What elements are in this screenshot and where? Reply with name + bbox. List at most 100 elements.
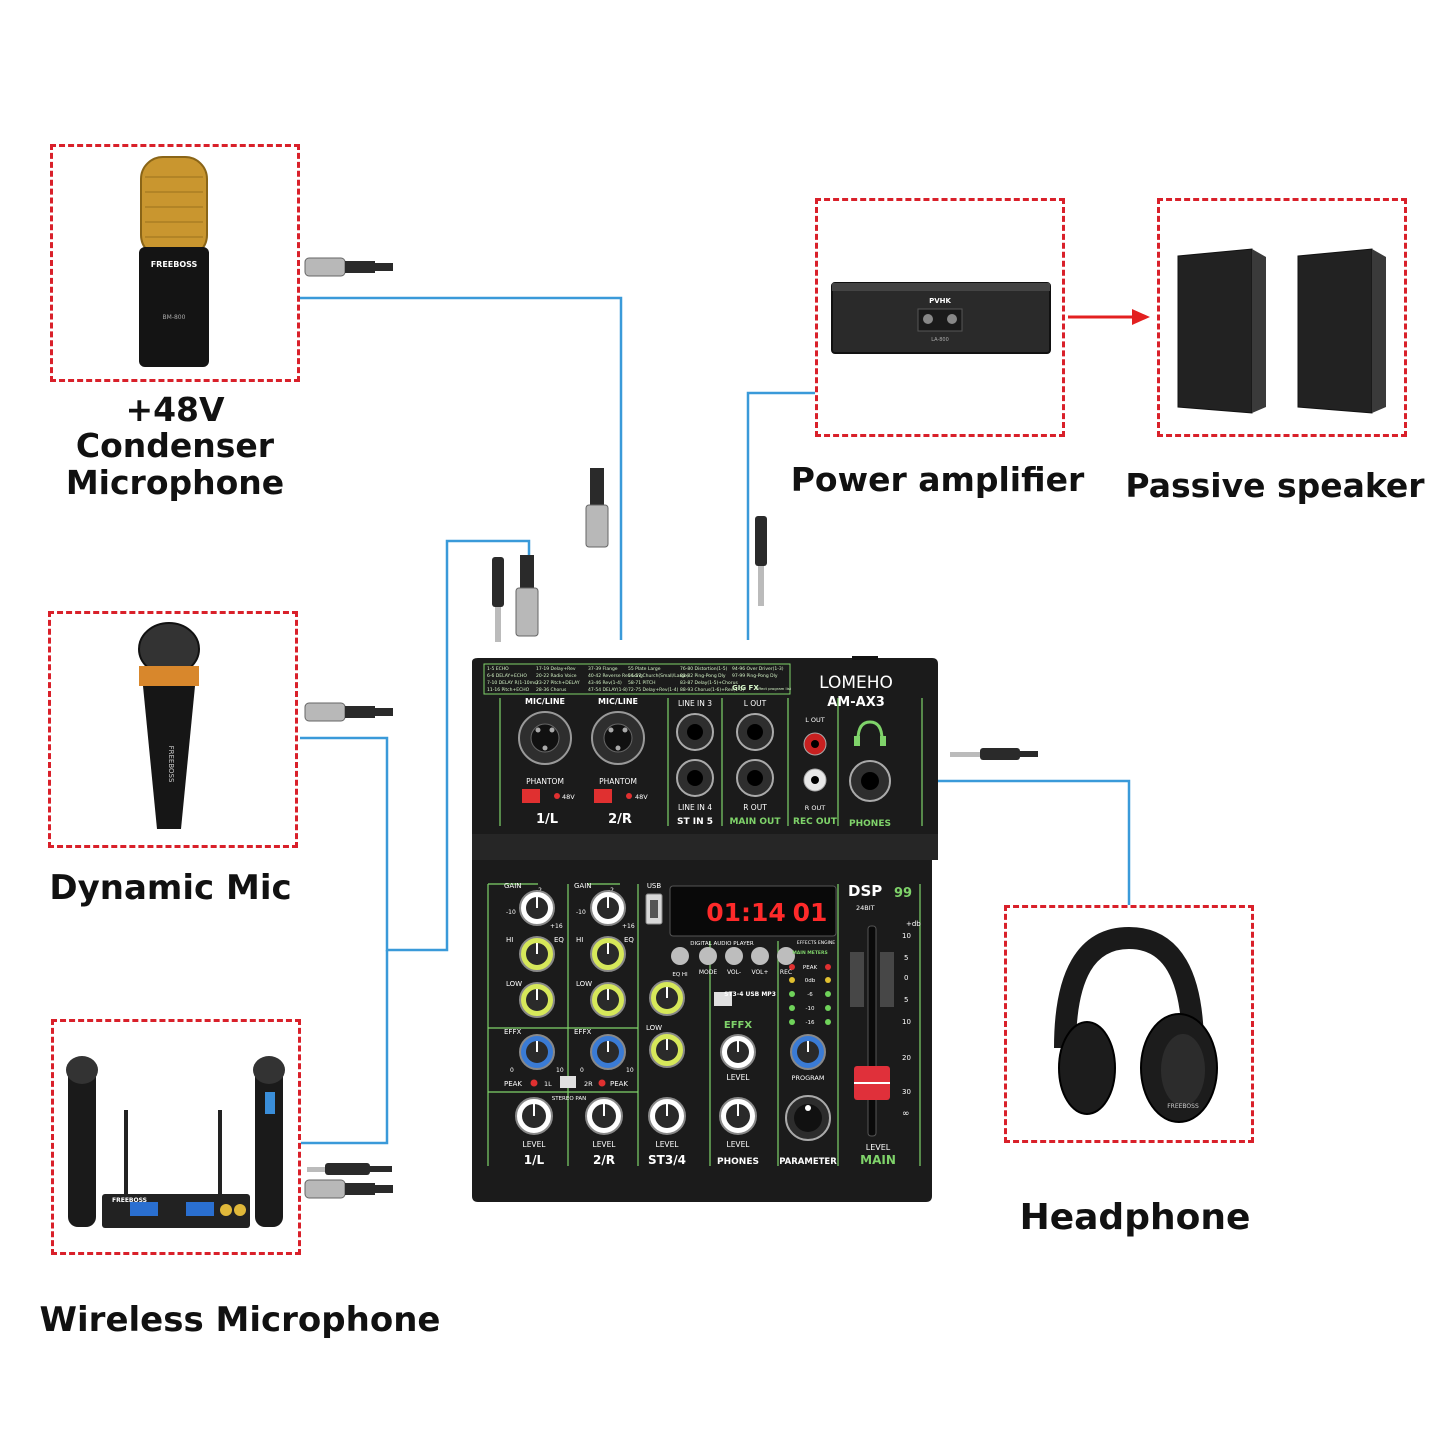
ch2-phantom-label: PHANTOM	[599, 777, 637, 786]
fx-item: 97-99 Ping-Pong Dly	[732, 673, 778, 679]
mode-button[interactable]	[699, 947, 717, 965]
ch2-level-label: LEVEL	[593, 1140, 617, 1149]
ch1-48v-label: 48V	[562, 793, 575, 801]
phones-label: PHONES	[849, 819, 891, 829]
headphone-brand: FREEBOSS	[1167, 1103, 1199, 1110]
fader-scale-label: 10	[902, 932, 911, 940]
ch2-effx-max: 10	[626, 1067, 634, 1074]
dynamic-mic-label: Dynamic Mic	[49, 868, 292, 908]
wireless-mic-label: Wireless Microphone	[39, 1300, 441, 1340]
headphone-icon: FREEBOSS	[1054, 926, 1218, 1123]
ch2-phantom-switch[interactable]	[594, 789, 612, 803]
program-knob[interactable]	[790, 1034, 826, 1070]
main-fader-knob[interactable]	[854, 1066, 890, 1100]
st34-low-label: LOW	[646, 1024, 662, 1032]
fx-item: 7-10 DELAY R(1-10ms)	[487, 680, 538, 686]
ch2-peak-led	[598, 1079, 606, 1087]
ch1-effx-knob[interactable]	[519, 1034, 555, 1070]
headphone-label: Headphone	[1019, 1197, 1251, 1238]
ch2-effx-knob[interactable]	[590, 1034, 626, 1070]
meter-peak-label: PEAK	[803, 965, 818, 971]
ch1-level-knob[interactable]	[515, 1097, 553, 1135]
main-out-r-jack	[736, 759, 774, 797]
meter-0db-label: 0db	[805, 978, 816, 984]
dsp-label: DSP	[848, 882, 882, 900]
arrow-amp-to-speaker	[1068, 309, 1150, 325]
bottom-label-ch1: 1/L	[524, 1153, 545, 1167]
vol-plus-button[interactable]	[751, 947, 769, 965]
mode-label: MODE	[699, 969, 718, 976]
ch1-gain-min: -10	[506, 909, 516, 916]
rec-out-l-label: L OUT	[805, 716, 825, 724]
effx-level-label: LEVEL	[727, 1073, 751, 1082]
main-level-label: LEVEL	[866, 1143, 891, 1152]
st34-usb-label: ST3-4 USB MP3	[724, 991, 776, 998]
ch2-gain-label: GAIN	[574, 882, 592, 890]
ch2-gain-knob[interactable]	[590, 890, 626, 926]
ch2-gain-max: +16	[622, 923, 635, 930]
bluetooth-button[interactable]	[671, 947, 689, 965]
power-amplifier-label: Power amplifier	[790, 460, 1085, 499]
effx-level-knob[interactable]	[720, 1034, 756, 1070]
st34-hi-knob[interactable]	[649, 980, 685, 1016]
fader-scale-label: +db	[906, 920, 921, 928]
fx-item: 28-36 Chorus	[536, 687, 567, 693]
ch2-low-knob[interactable]	[590, 982, 626, 1018]
fx-item: 72-75 Delay+Rev(1-4)	[628, 687, 679, 693]
vol-minus-button[interactable]	[725, 947, 743, 965]
ch1-gain-knob[interactable]	[519, 890, 555, 926]
fader-scale-label: ∞	[902, 1109, 910, 1119]
fader-scale-label: 30	[902, 1088, 911, 1096]
mixer-model: AM-AX3	[827, 695, 885, 710]
ch2-combo-jack	[591, 711, 645, 765]
effx-master-label: EFFX	[724, 1020, 752, 1031]
vol-minus-label: VOL-	[727, 969, 741, 976]
display-program: 01	[793, 898, 828, 927]
fx-item: 43-46 Rev(1-4)	[588, 680, 622, 686]
st34-low-knob[interactable]	[649, 1032, 685, 1068]
ch2-eq-label: EQ	[624, 936, 634, 944]
ch1-hi-knob[interactable]	[519, 936, 555, 972]
ch2-effx-label: EFFX	[574, 1028, 591, 1036]
wireless-mic-icon: FREEBOSS	[66, 1056, 285, 1228]
ch1-phantom-label: PHANTOM	[526, 777, 564, 786]
xlr-connector-icon	[515, 555, 539, 637]
condenser-label-line3: Microphone	[65, 462, 285, 502]
ch2-hi-knob[interactable]	[590, 936, 626, 972]
xlr-connector-icon	[304, 702, 393, 722]
program-label: PROGRAM	[792, 1074, 825, 1082]
mixer-brand: LOMEHO	[819, 673, 893, 693]
ch1-effx-label: EFFX	[504, 1028, 521, 1036]
st34-level-label: LEVEL	[656, 1140, 680, 1149]
ch2-level-knob[interactable]	[585, 1097, 623, 1135]
fader-scale-label: 0	[904, 974, 908, 982]
parameter-encoder[interactable]	[785, 1095, 831, 1141]
cable-wireless-to-mixer	[300, 950, 389, 1145]
rec-button[interactable]	[777, 947, 795, 965]
ch2-input-label: MIC/LINE	[598, 697, 638, 706]
rec-label: REC	[780, 969, 792, 976]
st34-usb-switch[interactable]	[714, 992, 732, 1006]
phones-level-knob[interactable]	[719, 1097, 757, 1135]
bottom-label-parameter: PARAMETER	[779, 1157, 837, 1167]
main-meter-leds	[789, 964, 831, 1025]
display-time: 01:14	[706, 898, 786, 927]
fx-item: 58-71 PITCH	[628, 680, 656, 686]
ch1-effx-min: 0	[510, 1067, 514, 1074]
fx-item: 56-57 Church(Small/Large)	[628, 673, 689, 679]
dynamic-mic-box: FREEBOSS	[48, 611, 298, 848]
dsp-number: 99	[894, 886, 912, 901]
stereo-pan-switch[interactable]	[560, 1076, 576, 1088]
st-in-5-label: ST IN 5	[677, 817, 713, 827]
ch1-low-knob[interactable]	[519, 982, 555, 1018]
bottom-label-st34: ST3/4	[648, 1153, 686, 1167]
power-amplifier-box: PVHK LA-800	[815, 198, 1065, 437]
condenser-brand: FREEBOSS	[151, 260, 198, 269]
bottom-label-main: MAIN	[860, 1153, 896, 1167]
fx-item: 76-80 Distortion(1-5)	[680, 666, 728, 672]
line-in-3-label: LINE IN 3	[678, 699, 712, 708]
main-out-label: MAIN OUT	[729, 817, 781, 827]
st34-level-knob[interactable]	[648, 1097, 686, 1135]
fx-item: 11-16 Pitch+ECHO	[487, 687, 530, 693]
ch1-phantom-switch[interactable]	[522, 789, 540, 803]
